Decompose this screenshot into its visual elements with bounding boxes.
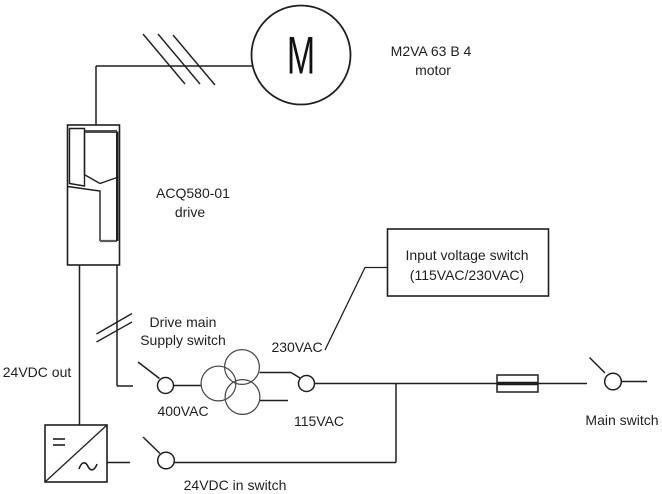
label-24vdc-out: 24VDC out (2, 364, 72, 380)
callout-box-line2: (115VAC/230VAC) (409, 267, 525, 283)
transformer-symbol (200, 349, 261, 416)
label-115vac: 115VAC (293, 413, 345, 429)
motor-symbol (250, 4, 352, 106)
drive-name-line2: drive (174, 204, 206, 220)
power-supply-symbol (44, 424, 108, 483)
label-24vdc-in-switch: 24VDC in switch (183, 477, 287, 493)
drive-main-supply-switch-symbol (137, 361, 201, 395)
input-voltage-switch-box (386, 228, 550, 297)
cable-slash-marks-2 (96, 312, 133, 343)
dc-sign (53, 438, 65, 446)
drive-symbol (66, 124, 121, 266)
callout-box-line1: Input voltage switch (405, 247, 529, 263)
dc-in-switch-symbol (107, 383, 397, 470)
callout-leader-line (324, 266, 387, 351)
label-400vac: 400VAC (157, 403, 209, 419)
drive-supply-cable (78, 265, 133, 425)
motor-cable (95, 33, 252, 125)
cable-slash-marks (142, 33, 216, 86)
drive-name-line1: ACQ580-01 (156, 185, 230, 201)
ac-sign (78, 462, 98, 471)
supply-switch-label-line2: Supply switch (140, 332, 226, 348)
motor-name-line2: motor (415, 62, 451, 78)
motor-name-line1: M2VA 63 B 4 (390, 43, 472, 59)
input-voltage-selector-switch-symbol (259, 371, 497, 393)
supply-switch-label-line1: Drive main (149, 314, 217, 330)
motor-letter: M (286, 26, 316, 86)
label-230vac: 230VAC (271, 339, 323, 355)
fuse-symbol (496, 374, 587, 393)
main-switch-symbol (588, 356, 647, 391)
label-main-switch: Main switch (585, 412, 659, 428)
